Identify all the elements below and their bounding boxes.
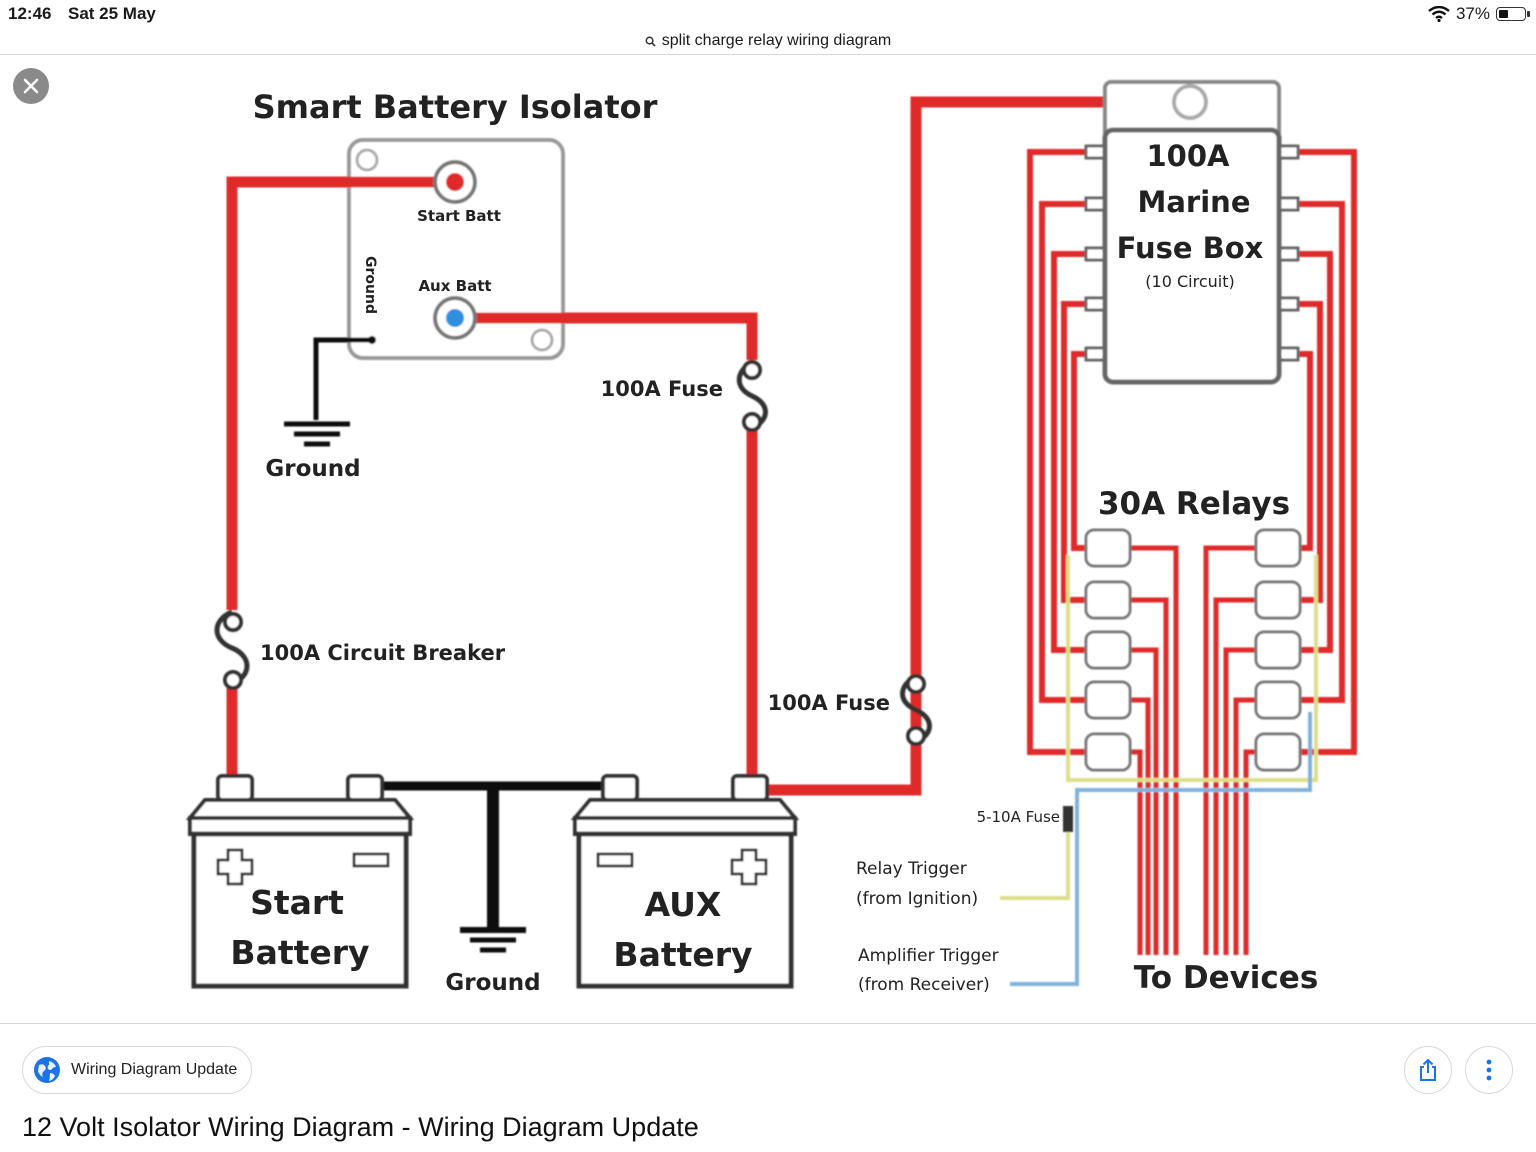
source-name: Wiring Diagram Update — [71, 1061, 238, 1078]
fusebox-feed-stud — [1172, 84, 1208, 120]
wifi-icon — [1428, 6, 1450, 22]
isolator-body — [347, 138, 565, 360]
close-icon — [23, 78, 39, 94]
wire-aux-batt — [455, 312, 758, 360]
battery-icon — [1496, 7, 1530, 21]
isolator-title: Smart Battery Isolator — [253, 88, 658, 126]
aux-battery-label: AUX — [645, 885, 722, 924]
fuse-top-symbol — [736, 359, 768, 431]
breaker-node — [223, 612, 243, 632]
fuse-node — [742, 360, 762, 380]
wire-start-batt — [226, 176, 455, 610]
fuse-node — [906, 726, 926, 746]
relay-trigger-label: Relay Trigger — [856, 859, 967, 879]
isolator-mount-hole — [355, 148, 379, 172]
more-vertical-icon — [1486, 1059, 1492, 1081]
relay-trigger-label-2: (from Ignition) — [856, 889, 978, 909]
start-battery-label: Start — [250, 883, 344, 922]
fuse-node — [742, 412, 762, 432]
fusebox-label-3: Fuse Box — [1117, 231, 1264, 265]
start-battery — [185, 774, 415, 989]
isolator-ground-label: Ground — [362, 256, 378, 314]
battery-percent: 37% — [1455, 4, 1490, 23]
device-wires — [1130, 545, 1256, 955]
start-batt-label: Start Batt — [417, 207, 501, 225]
fusebox-label-4: (10 Circuit) — [1145, 272, 1234, 291]
ground-label-bottom: Ground — [445, 970, 540, 996]
amp-trigger-label: Amplifier Trigger — [858, 946, 999, 966]
fuse-top-label: 100A Fuse — [601, 377, 723, 401]
small-fuse-symbol — [1063, 806, 1073, 832]
fuse-node — [906, 674, 926, 694]
search-query: split charge relay wiring diagram — [661, 32, 892, 49]
wiring-diagram: Smart Battery Isolator Start Batt Aux Ba… — [185, 80, 1357, 996]
status-date: Sat 25 May — [68, 4, 156, 23]
wire-isolator-ground — [313, 337, 372, 420]
image-viewer[interactable]: Smart Battery Isolator Start Batt Aux Ba… — [0, 55, 1536, 1023]
relays — [1084, 528, 1302, 772]
result-title[interactable]: 12 Volt Isolator Wiring Diagram - Wiring… — [22, 1112, 699, 1142]
status-indicators: 37% — [1428, 4, 1530, 24]
amplifier-trigger-wire — [1010, 712, 1312, 986]
share-button[interactable] — [1404, 1046, 1452, 1094]
aux-batt-terminal-dot — [446, 309, 464, 327]
amp-trigger-label-2: (from Receiver) — [858, 975, 990, 995]
fusebox-body — [1102, 127, 1282, 385]
relays-title: 30A Relays — [1098, 486, 1290, 522]
search-icon — [645, 36, 656, 47]
breaker-label: 100A Circuit Breaker — [260, 641, 506, 665]
share-icon — [1420, 1058, 1436, 1081]
relay-trigger-wire — [1000, 555, 1318, 900]
breaker-node — [223, 670, 243, 690]
fusebox-label-1: 100A — [1147, 139, 1231, 173]
start-batt-terminal-dot — [446, 173, 464, 191]
fusebox-label-2: Marine — [1138, 185, 1251, 219]
globe-icon — [34, 1057, 60, 1083]
fuse-mid-label: 100A Fuse — [768, 691, 890, 715]
source-chip[interactable]: Wiring Diagram Update — [22, 1046, 253, 1094]
wire-fusebox-feed-top — [910, 96, 1190, 672]
ground-label-top: Ground — [265, 456, 360, 482]
close-button[interactable] — [13, 68, 49, 104]
status-time: 12:46 — [8, 4, 52, 23]
aux-battery — [570, 774, 800, 989]
to-devices-label: To Devices — [1134, 960, 1319, 996]
wire-aux-to-fusebox — [760, 672, 922, 796]
circuit-breaker-symbol — [214, 609, 250, 687]
address-bar[interactable]: split charge relay wiring diagram — [0, 28, 1536, 55]
status-bar: 12:46 Sat 25 May 37% — [0, 0, 1536, 28]
aux-batt-label: Aux Batt — [418, 277, 491, 295]
more-options-button[interactable] — [1465, 1046, 1513, 1094]
divider — [0, 1023, 1536, 1024]
battery-level — [1499, 10, 1508, 18]
small-fuse-label: 5-10A Fuse — [977, 808, 1060, 826]
isolator-ground-terminal — [368, 336, 376, 344]
start-battery-label-2: Battery — [230, 933, 369, 972]
aux-battery-label-2: Battery — [613, 935, 752, 974]
isolator-mount-hole — [530, 328, 554, 352]
fuse-mid-symbol — [900, 673, 932, 745]
